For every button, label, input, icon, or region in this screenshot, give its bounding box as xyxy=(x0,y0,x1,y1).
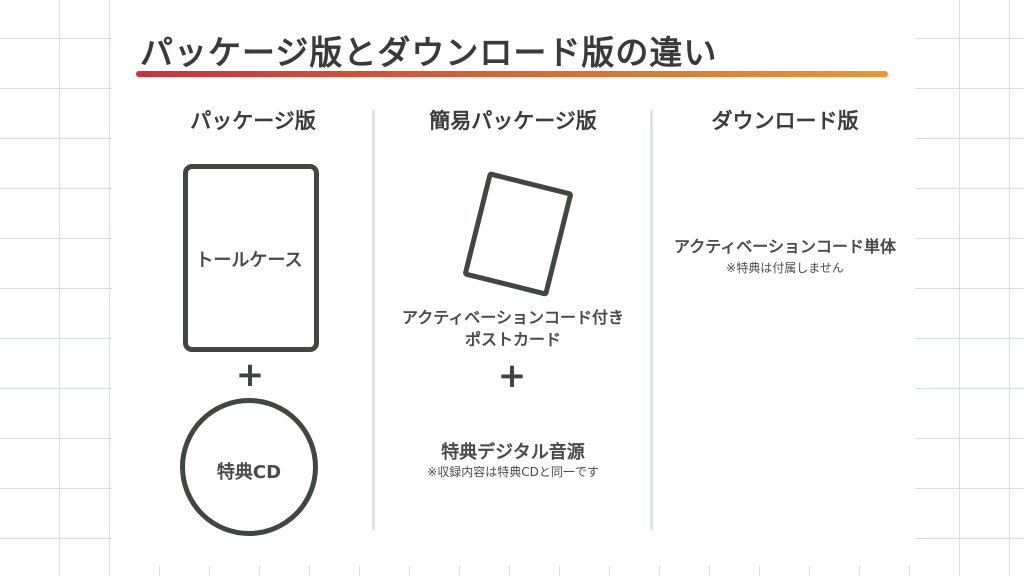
tall-case-icon xyxy=(183,164,319,352)
cd-disc-icon xyxy=(180,398,318,536)
digital-note: ※収録内容は特典CDと同一です xyxy=(427,465,599,479)
title-underline xyxy=(136,71,888,77)
plus-icon: + xyxy=(497,356,527,396)
code-note: ※特典は付属しません xyxy=(726,261,844,275)
plus-icon: + xyxy=(235,355,265,395)
disc-label: 特典CD xyxy=(216,462,282,483)
simple-package-heading: 簡易パッケージ版 xyxy=(429,109,597,133)
package-heading: パッケージ版 xyxy=(190,109,316,133)
postcard-label-2: ポストカード xyxy=(464,330,561,349)
digital-label: 特典デジタル音源 xyxy=(441,442,585,463)
code-label: アクティベーションコード単体 xyxy=(674,237,896,256)
postcard-label-1: アクティベーションコード付き xyxy=(402,308,624,327)
column-divider xyxy=(650,110,653,530)
page-title: パッケージ版とダウンロード版の違い xyxy=(140,33,718,72)
column-divider xyxy=(372,110,375,530)
download-heading: ダウンロード版 xyxy=(711,109,859,133)
case-label: トールケース xyxy=(195,250,303,271)
